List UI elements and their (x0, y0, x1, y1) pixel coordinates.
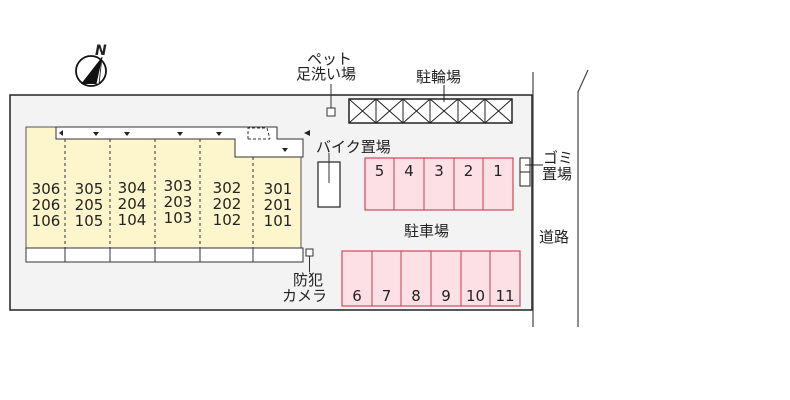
entrance-arrow-icon (216, 132, 222, 136)
entrance-arrow-icon (282, 148, 288, 152)
entrance-arrow-icon (304, 130, 310, 136)
parking-spot-3: 3 (434, 162, 444, 180)
compass-north-label: N (95, 43, 107, 59)
parking-spot-8: 8 (411, 287, 421, 305)
unit-label: 104 (117, 211, 147, 229)
unit-label: 201 (263, 196, 293, 214)
entrance-arrow-icon (124, 132, 130, 136)
security-camera-marker (305, 248, 314, 257)
security-camera-label-line1: 防犯 (293, 271, 324, 289)
unit-label: 103 (163, 209, 193, 227)
pet-wash-label-line1: ペット (307, 50, 353, 68)
unit-label: 305 (74, 180, 104, 198)
road-edge-right (577, 69, 589, 327)
parking-spot-7: 7 (381, 287, 392, 305)
entrance-arrow-icon (177, 132, 183, 136)
parking-row-top (364, 157, 514, 211)
parking-spot-10: 10 (465, 287, 486, 305)
parking-lot-label: 駐車場 (404, 222, 450, 240)
unit-label: 203 (163, 193, 193, 211)
unit-label: 306 (31, 180, 61, 198)
unit-column-5: 302 202 102 (203, 180, 251, 228)
unit-column-6: 301 201 101 (255, 181, 301, 229)
unit-label: 205 (74, 196, 104, 214)
unit-label: 102 (212, 211, 242, 229)
parking-spot-1: 1 (493, 162, 503, 180)
garbage-label-line1: ゴミ (543, 149, 574, 167)
unit-column-4: 303 203 103 (156, 178, 200, 226)
bicycle-parking-area (348, 85, 513, 124)
motorcycle-parking-label: バイク置場 (316, 138, 391, 156)
security-camera-label-line2: カメラ (282, 287, 328, 305)
unit-label: 302 (212, 179, 242, 197)
parking-spot-5: 5 (374, 162, 385, 180)
garbage-label-line2: 置場 (542, 165, 573, 183)
unit-label: 304 (117, 179, 147, 197)
unit-label: 206 (31, 196, 61, 214)
pet-wash-label-line2: 足洗い場 (296, 65, 357, 83)
parking-spot-2: 2 (463, 162, 474, 180)
parking-row-bottom (341, 250, 521, 307)
unit-label: 301 (263, 180, 293, 198)
parking-spot-11: 11 (495, 287, 515, 305)
stairs-outline (247, 127, 271, 140)
pet-wash-marker (326, 107, 336, 117)
bicycle-parking-label: 駐輪場 (416, 68, 462, 86)
unit-label: 106 (31, 212, 61, 230)
parking-spot-4: 4 (404, 162, 414, 180)
entrance-arrow-icon (93, 132, 99, 136)
unit-label: 303 (163, 177, 193, 195)
north-arrow-icon (75, 55, 107, 87)
unit-label: 101 (263, 212, 293, 230)
building-corridor (55, 126, 304, 158)
parking-spot-9: 9 (441, 287, 451, 305)
unit-label: 105 (74, 212, 104, 230)
unit-column-2: 305 205 105 (68, 181, 110, 229)
entrance-arrow-icon (59, 130, 63, 136)
balcony-strip (25, 247, 304, 263)
road-label: 道路 (539, 228, 570, 246)
unit-label: 204 (117, 195, 147, 213)
unit-column-1: 306 206 106 (27, 181, 65, 229)
unit-label: 202 (212, 195, 242, 213)
parking-spot-6: 6 (352, 287, 362, 305)
unit-column-3: 304 204 104 (111, 180, 153, 228)
